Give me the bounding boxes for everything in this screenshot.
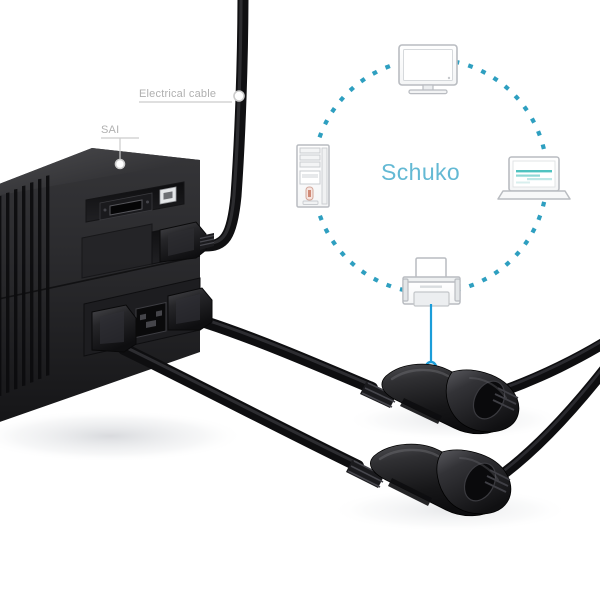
- label-schuko: Schuko: [381, 159, 461, 185]
- callout-electrical-cable: [139, 90, 245, 103]
- monitor-icon: [398, 44, 458, 95]
- ups-port-plate: [99, 186, 177, 221]
- printer-to-plug-connector: [424, 304, 438, 374]
- iec-plug-outlet-3: [167, 287, 213, 331]
- iec-inlet-plug: [159, 221, 215, 263]
- label-sai: SAI: [101, 124, 120, 136]
- ups-device: [0, 148, 201, 422]
- iec-plug-outlet-1: [91, 304, 137, 353]
- output-cable-lower: [118, 343, 364, 472]
- label-electrical-cable: Electrical cable: [139, 88, 217, 100]
- mains-electrical-cable: [199, 0, 249, 252]
- pc-tower-icon: [296, 144, 330, 208]
- schuko-plug-upper: [360, 363, 520, 435]
- ups-vent-slots: [0, 175, 50, 397]
- printer-icon: [402, 257, 461, 307]
- output-cable-upper: [199, 316, 378, 394]
- laptop-icon: [497, 156, 571, 200]
- plug-collar-ribs-lower: [484, 469, 511, 493]
- serial-db9-port: [109, 199, 143, 216]
- plug-collar-ribs-upper: [492, 387, 519, 411]
- schuko-plug-lower: [346, 443, 512, 517]
- callout-sai: [101, 137, 139, 170]
